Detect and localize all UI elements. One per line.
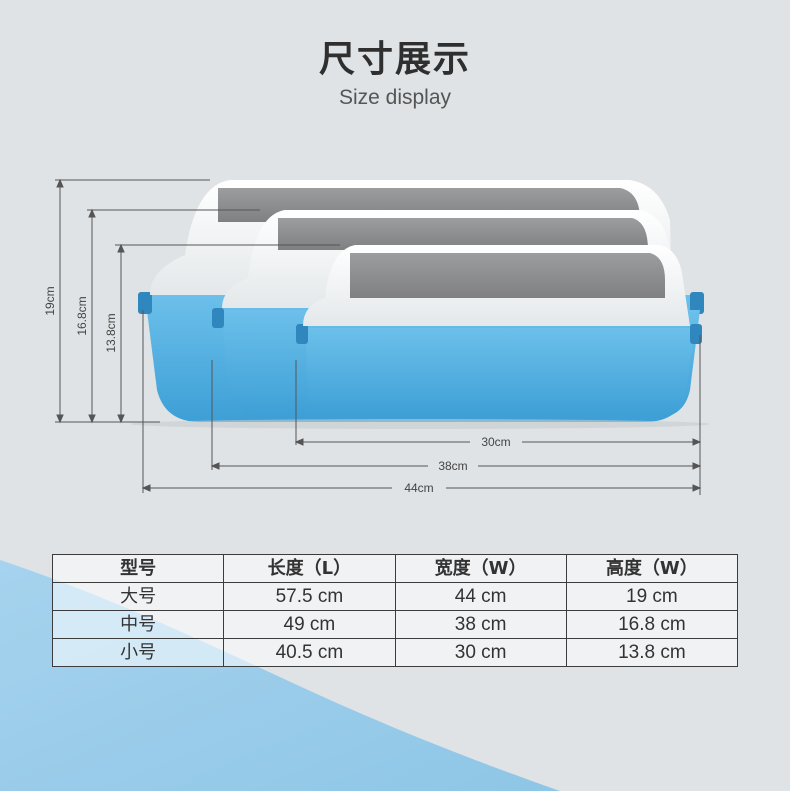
table-header-row: 型号 长度（L） 宽度（W） 高度（W） — [51, 554, 739, 583]
cell-model: 大号 — [51, 582, 225, 611]
cell-width: 44 cm — [394, 582, 567, 611]
height-label-large: 19cm — [43, 286, 57, 315]
cell-height: 13.8 cm — [565, 638, 739, 667]
table-row: 大号 57.5 cm 44 cm 19 cm — [51, 582, 739, 611]
cell-height: 16.8 cm — [565, 610, 739, 639]
size-spec-table: 型号 长度（L） 宽度（W） 高度（W） 大号 57.5 cm 44 cm 19… — [51, 554, 739, 667]
cell-length: 49 cm — [223, 610, 396, 639]
cell-model: 中号 — [51, 610, 225, 639]
cell-height: 19 cm — [565, 582, 739, 611]
col-header-width: 宽度（W） — [394, 554, 567, 583]
small-tray — [296, 245, 702, 418]
cell-model: 小号 — [51, 638, 225, 667]
cell-length: 40.5 cm — [223, 638, 396, 667]
product-illustration: 19cm 16.8cm 13.8cm 30cm 38cm 44cm — [43, 178, 710, 495]
width-label-medium: 38cm — [438, 459, 467, 473]
table-row: 小号 40.5 cm 30 cm 13.8 cm — [51, 638, 739, 667]
page-title: 尺寸展示 — [318, 39, 471, 80]
table-row: 中号 49 cm 38 cm 16.8 cm — [51, 610, 739, 639]
cell-length: 57.5 cm — [223, 582, 396, 611]
height-label-small: 13.8cm — [104, 313, 118, 352]
width-label-large: 44cm — [404, 481, 433, 495]
col-header-model: 型号 — [51, 554, 225, 583]
height-label-medium: 16.8cm — [75, 296, 89, 335]
cell-width: 38 cm — [394, 610, 567, 639]
col-header-length: 长度（L） — [223, 554, 396, 583]
cell-width: 30 cm — [394, 638, 567, 667]
col-header-height: 高度（W） — [565, 554, 739, 583]
width-label-small: 30cm — [481, 435, 510, 449]
height-dimension-lines — [55, 178, 340, 424]
width-dimension-lines — [141, 310, 702, 495]
page-subtitle: Size display — [338, 86, 452, 109]
